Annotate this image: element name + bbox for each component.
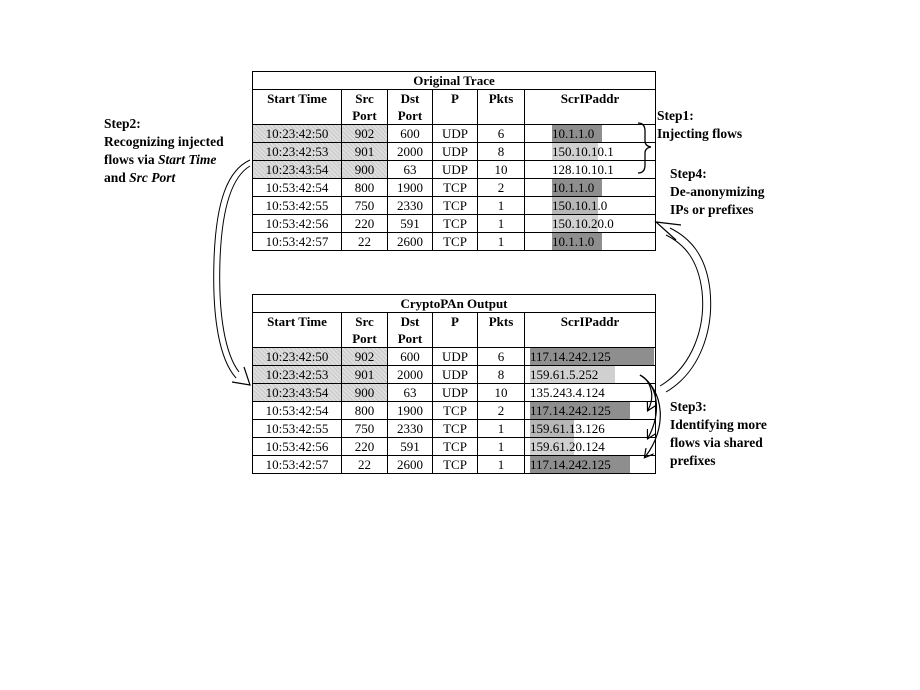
cell-src-port: 901 xyxy=(341,365,388,384)
step2-line1: Recognizing injected xyxy=(104,134,224,149)
cell-src-port: 901 xyxy=(341,142,388,161)
original-trace-table: Original Trace Start Time Src Port Dst P… xyxy=(252,71,656,251)
step4-line1: De-anonymizing xyxy=(670,184,765,199)
cell-start-time: 10:23:42:53 xyxy=(252,142,342,161)
cell-src-port: 22 xyxy=(341,232,388,251)
cell-src-ip: 150.10.10.1 xyxy=(524,142,656,161)
step3-line2: flows via shared xyxy=(670,435,763,450)
cell-pkts: 1 xyxy=(477,232,525,251)
step3-title: Step3: xyxy=(670,399,707,414)
step4-title: Step4: xyxy=(670,166,707,181)
cell-src-ip: 117.14.242.125 xyxy=(524,347,656,366)
col-header-pkts: Pkts xyxy=(477,89,525,125)
step4-label: Step4: De-anonymizing IPs or prefixes xyxy=(670,165,765,219)
step2-line2: flows via Start Time xyxy=(104,152,217,167)
step1-text: Injecting flows xyxy=(657,126,743,141)
cell-dst-port: 2000 xyxy=(387,142,433,161)
cell-src-port: 750 xyxy=(341,419,388,438)
cell-src-port: 902 xyxy=(341,124,388,143)
cell-dst-port: 600 xyxy=(387,347,433,366)
step3-arrows xyxy=(639,374,661,457)
cell-src-port: 750 xyxy=(341,196,388,215)
cell-start-time: 10:53:42:54 xyxy=(252,401,342,420)
cell-start-time: 10:23:42:50 xyxy=(252,347,342,366)
step4-line2: IPs or prefixes xyxy=(670,202,754,217)
cell-src-port: 22 xyxy=(341,455,388,474)
cell-start-time: 10:53:42:57 xyxy=(252,232,342,251)
cell-src-ip: 150.10.1.0 xyxy=(524,196,656,215)
step2-line3: and Src Port xyxy=(104,170,176,185)
cell-start-time: 10:23:43:54 xyxy=(252,383,342,402)
cell-start-time: 10:53:42:57 xyxy=(252,455,342,474)
cell-src-port: 900 xyxy=(341,383,388,402)
col-header-src-ip: ScrIPaddr xyxy=(524,89,656,125)
cell-src-ip: 10.1.1.0 xyxy=(524,232,656,251)
cell-dst-port: 591 xyxy=(387,437,433,456)
cell-start-time: 10:53:42:56 xyxy=(252,437,342,456)
step4-arrow xyxy=(654,221,712,393)
cell-src-port: 900 xyxy=(341,160,388,179)
cell-src-ip: 150.10.20.0 xyxy=(524,214,656,233)
cell-src-port: 902 xyxy=(341,347,388,366)
col-header-dst-port: Dst Port xyxy=(387,89,433,125)
step3-line1: Identifying more xyxy=(670,417,767,432)
col-header-protocol: P xyxy=(432,89,478,125)
step3-line3: prefixes xyxy=(670,453,716,468)
col-header-src-ip: ScrIPaddr xyxy=(524,312,656,348)
cryptopan-output-title: CryptoPAn Output xyxy=(252,294,656,313)
cell-dst-port: 1900 xyxy=(387,178,433,197)
cell-start-time: 10:23:43:54 xyxy=(252,160,342,179)
col-header-pkts: Pkts xyxy=(477,312,525,348)
cell-src-port: 220 xyxy=(341,437,388,456)
cell-src-ip: 10.1.1.0 xyxy=(524,178,656,197)
cell-src-ip: 159.61.13.126 xyxy=(524,419,656,438)
cell-protocol: UDP xyxy=(432,347,478,366)
col-header-start-time: Start Time xyxy=(252,312,342,348)
cell-dst-port: 2600 xyxy=(387,455,433,474)
cell-src-ip: 159.61.20.124 xyxy=(524,437,656,456)
step1-title: Step1: xyxy=(657,108,694,123)
cell-protocol: TCP xyxy=(432,214,478,233)
step3-label: Step3: Identifying more flows via shared… xyxy=(670,398,767,470)
step2-label: Step2: Recognizing injected flows via St… xyxy=(104,115,224,187)
step1-label: Step1: Injecting flows xyxy=(657,107,742,143)
step2-title: Step2: xyxy=(104,116,141,131)
step1-brace xyxy=(637,122,652,174)
cell-src-ip: 117.14.242.125 xyxy=(524,455,656,474)
cell-dst-port: 63 xyxy=(387,383,433,402)
step2-arrow xyxy=(213,159,251,386)
cryptopan-output-table: CryptoPAn Output Start Time Src Port Dst… xyxy=(252,294,656,474)
